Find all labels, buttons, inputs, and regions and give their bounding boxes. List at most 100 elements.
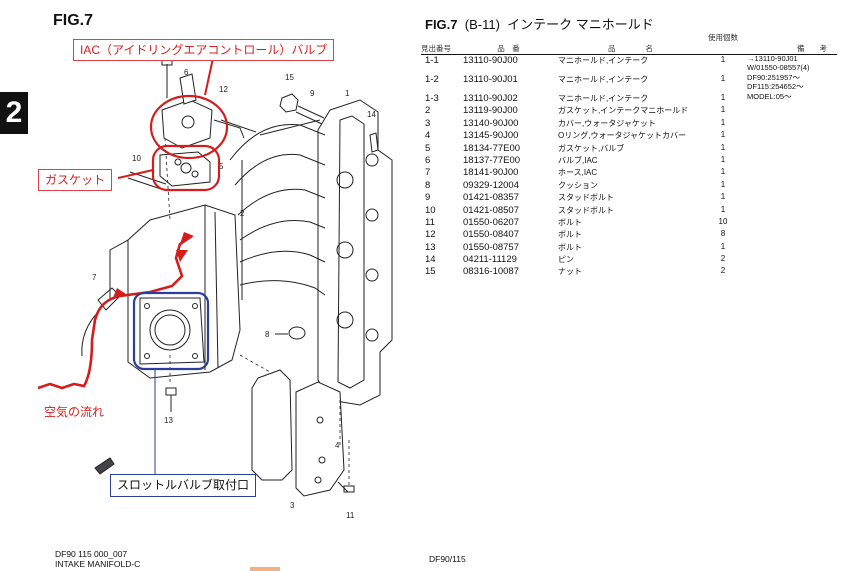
part-name-cell: スタッドボルト — [558, 205, 614, 215]
footer-model: DF90/115 — [429, 554, 466, 564]
ref-no-cell: 10 — [425, 204, 436, 216]
qty-cell: 1 — [720, 167, 726, 177]
gasket-highlight — [151, 144, 221, 192]
remarks-cell — [743, 167, 837, 179]
callout-3: 3 — [290, 501, 295, 510]
remarks-cell — [743, 205, 837, 217]
part-name-cell: ボルト — [558, 217, 582, 227]
page-scroll-indicator — [250, 567, 280, 571]
header-remarks: 備 考 — [743, 43, 837, 55]
remarks-cell — [743, 254, 837, 266]
remarks-cell — [743, 118, 837, 130]
part-no-cell: 18141-90J00 — [463, 167, 519, 179]
part-name-cell: マニホールド,インテーク — [558, 94, 649, 103]
part-no-cell: 04211-11129 — [463, 254, 517, 266]
ref-no-cell: 14 — [425, 254, 436, 266]
part-name-cell: マニホールド,インテーク — [558, 75, 649, 84]
remarks-line: W/01550-08557(4) — [747, 62, 810, 72]
remarks-cell — [743, 217, 837, 229]
remarks-line: DF115:254652～ — [747, 81, 804, 91]
part-no-cell: 01421-08357 — [463, 192, 519, 204]
qty-cell: 1 — [720, 192, 726, 202]
ref-no-cell: 12 — [425, 229, 436, 241]
table-row: 7 18141-90J00 ホース,IAC 1 — [421, 167, 837, 179]
figure-label: FIG.7 — [53, 12, 94, 29]
ref-no-cell: 5 — [425, 142, 431, 154]
qty-cell: 2 — [720, 254, 726, 264]
part-name-cell: ホース,IAC — [558, 168, 598, 178]
part-no-cell: 13110-90J02 — [463, 93, 518, 104]
ref-no-cell: 9 — [425, 192, 431, 204]
qty-cell: 1 — [720, 179, 726, 189]
qty-cell: 10 — [718, 216, 728, 226]
qty-cell: 2 — [720, 266, 726, 276]
header-qty: 使用個数 — [708, 33, 738, 42]
qty-cell: 1 — [720, 241, 726, 251]
remarks-line: →13110-90J01 — [747, 54, 798, 63]
part-no-cell: 13140-90J00 — [463, 117, 519, 129]
part-name-cell: クッション — [558, 180, 598, 190]
remarks-line: DF90:251957～ — [747, 73, 800, 82]
callout-6: 6 — [184, 68, 189, 77]
ref-no-cell: 3 — [425, 117, 431, 129]
callout-7: 7 — [92, 273, 97, 282]
ref-no-cell: 11 — [425, 216, 435, 228]
part-name-cell: カバー,ウォータジャケット — [558, 118, 656, 128]
callout-12: 12 — [219, 85, 228, 94]
callout-4: 4 — [335, 441, 340, 450]
remarks-cell — [743, 266, 837, 278]
parts-list-fig: FIG.7 — [425, 17, 458, 32]
remarks-cell: DF90:251957～DF115:254652～ — [743, 73, 837, 93]
part-no-cell: 13110-90J01 — [463, 74, 518, 85]
remarks-cell — [743, 180, 837, 192]
footer-drawing-name: INTAKE MANIFOLD-C — [55, 559, 141, 569]
part-no-cell: 18134-77E00 — [463, 142, 521, 154]
part-no-cell: 01550-06207 — [463, 216, 519, 228]
remarks-line: MODEL:05～ — [747, 92, 792, 101]
part-name-cell: マニホールド,インテーク — [558, 56, 649, 65]
part-no-cell: 08316-10087 — [463, 266, 519, 278]
qty-cell: 1 — [720, 204, 726, 214]
throttle-mount-highlight — [132, 291, 210, 371]
diagram-linework — [81, 57, 393, 497]
part-name-cell: ガスケット,インテークマニホールド — [558, 106, 689, 116]
ref-no-cell: 13 — [425, 241, 436, 253]
remarks-cell: MODEL:05～ — [743, 92, 837, 105]
part-no-cell: 13145-90J00 — [463, 130, 519, 142]
header-part-name: 品 名 — [558, 43, 703, 55]
table-row: 14 04211-11129 ピン 2 — [421, 254, 837, 266]
footer-drawing-code: DF90 115 000_007 — [55, 549, 128, 559]
part-no-cell: 13110-90J00 — [463, 55, 518, 66]
part-name-cell: Oリング,ウォータジャケットカバー — [558, 131, 687, 141]
remarks-cell — [743, 242, 837, 254]
ref-no-cell: 8 — [425, 179, 431, 191]
ref-no-cell: 7 — [425, 167, 431, 179]
ref-no-cell: 1-3 — [425, 93, 439, 104]
table-row: 11 01550-06207 ボルト 10 — [421, 217, 837, 229]
ref-no-cell: 4 — [425, 130, 431, 142]
part-no-cell: 01550-08407 — [463, 229, 519, 241]
qty-cell: 1 — [720, 142, 726, 152]
qty-cell: 1 — [720, 117, 726, 127]
callout-8: 8 — [265, 330, 270, 339]
iac-valve-callout: IAC（アイドリングエアコントロール）バルブ — [73, 39, 335, 61]
remarks-cell — [743, 105, 837, 117]
ref-no-cell: 15 — [425, 266, 436, 278]
qty-cell: 1 — [720, 55, 726, 64]
parts-list-name: インテーク マニホールド — [507, 17, 654, 32]
part-name-cell: ピン — [558, 255, 574, 265]
ref-no-cell: 1-2 — [425, 74, 439, 85]
callout-11-bottom: 11 — [346, 511, 355, 520]
gasket-callout: ガスケット — [38, 169, 113, 191]
ref-no-cell: 2 — [425, 105, 431, 117]
callout-10: 10 — [132, 154, 141, 163]
